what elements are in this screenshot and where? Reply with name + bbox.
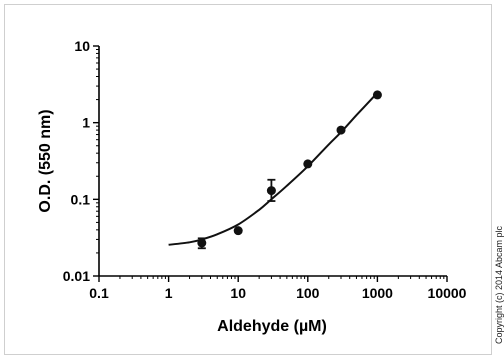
data-point xyxy=(197,238,207,248)
y-tick-label: 1 xyxy=(82,115,90,131)
x-tick-label: 10000 xyxy=(428,285,467,301)
y-tick-label: 0.01 xyxy=(63,268,90,284)
data-points xyxy=(197,90,382,250)
x-tick-label: 1 xyxy=(165,285,173,301)
data-point xyxy=(233,226,243,236)
data-point xyxy=(266,186,276,196)
y-axis-label: O.D. (550 nm) xyxy=(37,109,54,212)
copyright-text: Copyright (c) 2014 Abcam plc xyxy=(494,225,504,344)
y-tick-label: 0.1 xyxy=(71,191,91,207)
data-point xyxy=(372,90,382,100)
chart-frame xyxy=(4,4,492,355)
data-point xyxy=(336,125,346,135)
y-tick-label: 10 xyxy=(74,38,90,54)
fit-curve-line xyxy=(168,92,379,246)
x-tick-label: 1000 xyxy=(362,285,393,301)
x-tick-label: 10 xyxy=(230,285,246,301)
data-point xyxy=(303,159,313,169)
fit-curve xyxy=(168,92,379,246)
x-tick-label: 0.1 xyxy=(89,285,109,301)
x-axis-label: Aldehyde (µM) xyxy=(217,318,327,335)
x-tick-label: 100 xyxy=(296,285,320,301)
